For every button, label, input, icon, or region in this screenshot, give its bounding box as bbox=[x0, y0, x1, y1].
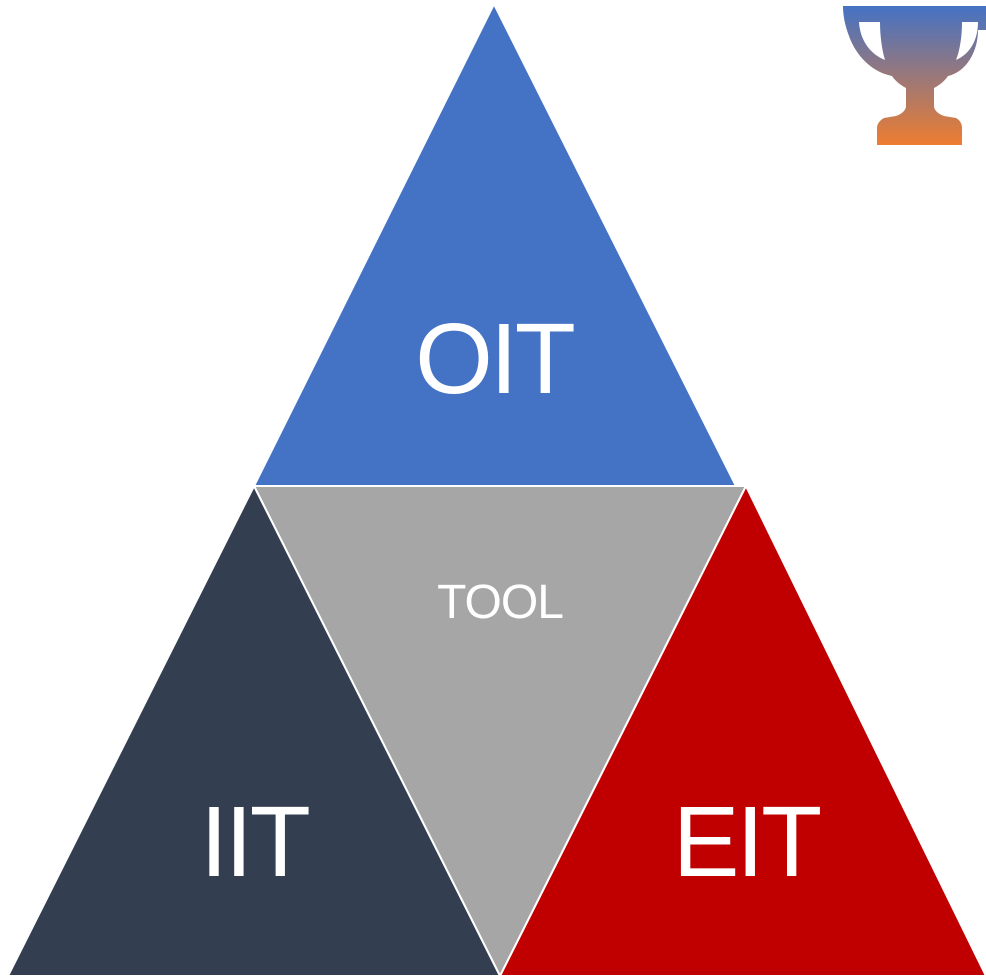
left-triangle-segment bbox=[6, 483, 502, 976]
right-segment-label: EIT bbox=[673, 786, 820, 898]
trophy-icon bbox=[843, 6, 986, 145]
center-segment-label: TOOL bbox=[437, 576, 563, 629]
top-segment-label: OIT bbox=[415, 303, 574, 415]
right-triangle-segment bbox=[498, 483, 986, 976]
left-segment-label: IIT bbox=[200, 786, 309, 898]
